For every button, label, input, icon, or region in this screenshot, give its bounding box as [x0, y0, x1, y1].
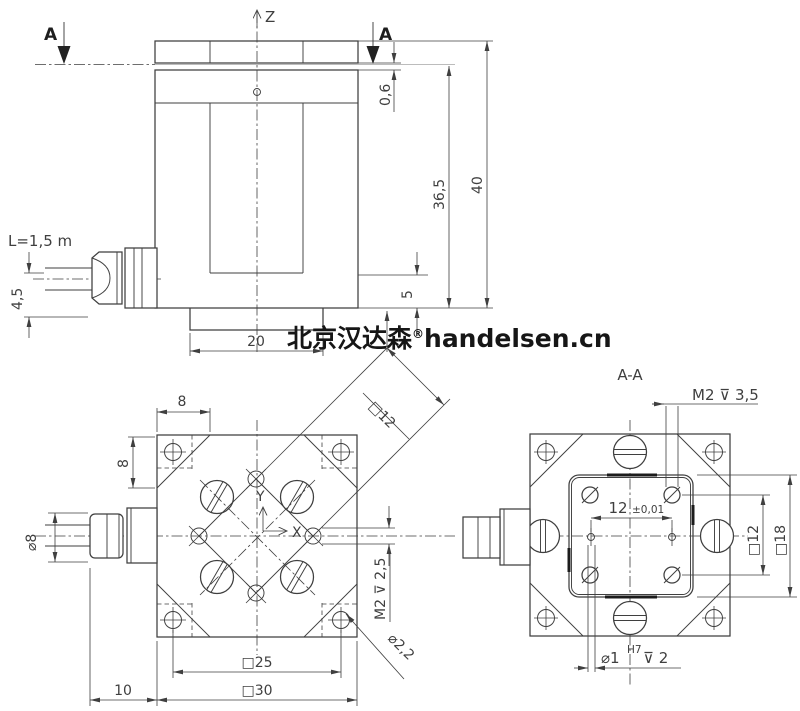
section-view: A-A	[462, 366, 797, 685]
slotted-screw	[612, 434, 648, 470]
m2-hole	[245, 582, 267, 604]
section-thread-holes	[581, 486, 681, 584]
section-dowel-holes	[587, 528, 676, 546]
section-connector	[462, 508, 531, 566]
dim-thread-section-label: M2 ⊽ 3,5	[692, 386, 759, 404]
dim-thread-plan: M2 ⊽ 2,5	[322, 506, 395, 622]
dim-dowel-fit-label: H7	[627, 644, 642, 656]
dim-pitch-tolerance: ±0,01	[632, 504, 664, 516]
slotted-screw	[525, 518, 561, 554]
dim-square12: □12	[255, 341, 451, 537]
dim-square25: □25	[172, 630, 342, 678]
section-arrow-left: A	[44, 22, 71, 64]
plan-cable-gland	[45, 507, 158, 564]
front-view: Z A A	[8, 8, 493, 356]
dim-pitch: 12 ±0,01	[590, 499, 673, 532]
corner-hole	[328, 607, 354, 633]
corner-hole	[534, 606, 558, 630]
dim-cable-dia: ⌀8	[24, 512, 88, 563]
dim-dowel-dia-label: ⌀1	[601, 649, 620, 667]
front-body	[154, 40, 359, 331]
m2-hole	[581, 566, 599, 584]
dim-square30: □30 10	[89, 568, 358, 706]
dim-step-label: 5	[400, 290, 416, 299]
dim-square30-label: □30	[241, 683, 272, 699]
plan-view: X Y 8 8	[24, 341, 455, 706]
section-body	[529, 433, 731, 637]
dim-cable-dia-label: ⌀8	[24, 534, 40, 551]
section-platform	[567, 473, 695, 599]
xy-axes: X Y	[255, 489, 302, 541]
m2-hole	[663, 486, 681, 504]
dim-squares-right: □12 □18	[682, 474, 797, 598]
corner-hole	[702, 440, 726, 464]
dim-corner-x-label: 8	[178, 394, 187, 410]
slotted-screw	[279, 479, 315, 515]
section-arrow-right: A	[366, 22, 393, 64]
dim-base-width-label: 20	[247, 334, 265, 350]
corner-hole	[534, 440, 558, 464]
m2-hole	[188, 525, 210, 547]
front-base-plate	[189, 308, 324, 331]
dim-cable-offset-label: 4,5	[10, 288, 26, 310]
slotted-screw	[612, 600, 648, 636]
dim-corner-y-label: 8	[116, 459, 132, 468]
watermark-domain: handelsen.cn	[424, 324, 612, 353]
dim-square18-label: □18	[773, 525, 789, 556]
section-screws	[525, 434, 735, 636]
dim-thread-plan-label: M2 ⊽ 2,5	[373, 558, 389, 620]
dim-gap-label: 0,6	[378, 84, 394, 106]
slotted-screw	[199, 559, 235, 595]
dim-square25-label: □25	[241, 655, 272, 671]
corner-hole	[160, 607, 186, 633]
cable-length-label: L=1,5 m	[8, 232, 72, 250]
m2-hole	[581, 486, 599, 504]
plan-corner-holes	[160, 439, 354, 633]
section-arrow-right-label: A	[379, 25, 393, 45]
dim-dowel-depth-label: ⊽ 2	[643, 649, 668, 667]
m2-hole	[663, 566, 681, 584]
front-dimensions-right: 0,6 5 36,5 40	[358, 40, 493, 352]
dim-inner-height-label: 36,5	[432, 179, 448, 210]
dim-thread-section: M2 ⊽ 3,5	[652, 386, 759, 487]
section-corner-holes	[534, 440, 726, 630]
dim-total-height-label: 40	[470, 176, 486, 194]
section-arrow-left-label: A	[44, 25, 58, 45]
dim-pitch-label: 12	[608, 499, 627, 517]
watermark: 北京汉达森®handelsen.cn	[287, 324, 612, 353]
corner-hole	[160, 439, 186, 465]
slotted-screw	[279, 559, 315, 595]
x-axis-label: X	[292, 525, 302, 541]
slotted-screw	[699, 518, 735, 554]
y-axis-label: Y	[255, 489, 265, 505]
dim-corner-hole-label: ⌀2,2	[384, 631, 417, 664]
dim-base-width: 20	[189, 333, 324, 356]
watermark-reg-icon: ®	[412, 327, 424, 341]
corner-hole	[328, 439, 354, 465]
dim-corner-x: 8	[156, 394, 211, 432]
slotted-screw	[199, 479, 235, 515]
dim-cable-label: 10	[114, 683, 132, 699]
watermark-cn: 北京汉达森	[287, 324, 413, 353]
dim-cable-offset: 4,5	[10, 252, 88, 338]
dim-square12-section-label: □12	[746, 525, 762, 556]
front-cable-gland	[33, 247, 162, 309]
dim-dowel: ⌀1 H7 ⊽ 2	[574, 545, 681, 672]
z-axis-label: Z	[265, 8, 275, 26]
plan-screws	[199, 479, 315, 595]
corner-hole	[702, 606, 726, 630]
dim-square12-label: □12	[365, 399, 398, 432]
section-title: A-A	[617, 366, 643, 384]
dim-corner-y: 8	[116, 436, 155, 489]
